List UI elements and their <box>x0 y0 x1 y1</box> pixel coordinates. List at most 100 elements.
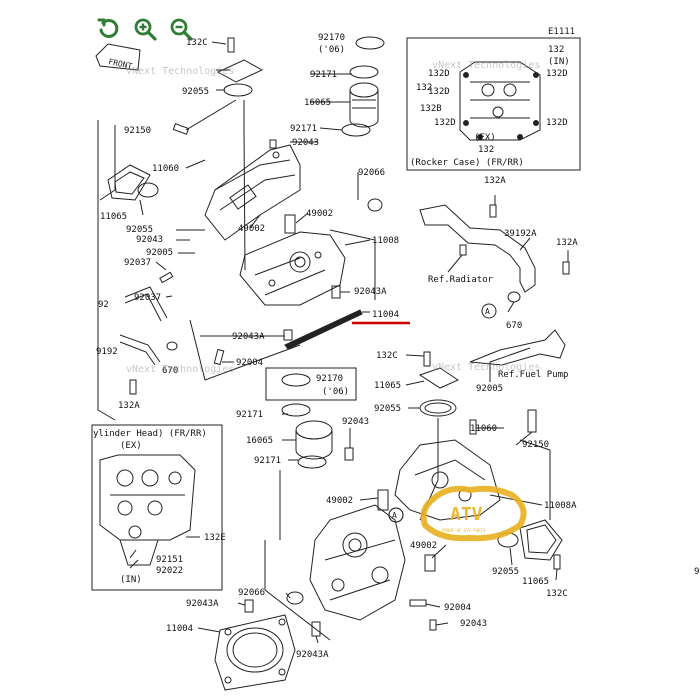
label-11060-bottom: 11060 <box>470 424 497 434</box>
label-92043a-top2: 92043A <box>232 332 265 342</box>
rotate-ccw-icon <box>97 18 119 38</box>
head-inset-ex: (EX) <box>120 441 142 451</box>
label-92043a-bottom: 92043A <box>186 599 219 609</box>
watermark-text: vNext Technologies <box>126 364 234 375</box>
label-132a-top: 132A <box>118 401 140 411</box>
svg-text:A: A <box>485 307 490 316</box>
part-labels: 132C 92055 92170 ('06) 92171 16065 92171… <box>93 33 699 660</box>
label-132c-bottom: 132C <box>546 589 568 599</box>
label-11008-top: 11008 <box>372 236 399 246</box>
label-92170-top: 92170 <box>318 33 345 43</box>
label-92-top: 92 <box>98 300 109 310</box>
rocker-label-132d-4: 132D <box>546 118 568 128</box>
label-92171-top1: 92171 <box>310 70 337 80</box>
rocker-label-132-bottom: 132 <box>478 145 494 155</box>
head-inset-in: (IN) <box>120 575 142 585</box>
rocker-label-132d-5: 132D <box>428 87 450 97</box>
watermarks: vNext Technologies vNext Technologies vN… <box>126 60 540 375</box>
label-11065-top: 11065 <box>100 212 127 222</box>
label-670-r: 670 <box>506 321 522 331</box>
ref-circle-a-right: A <box>481 303 497 319</box>
water-pipe-assembly <box>405 195 570 389</box>
label-92043a-top: 92043A <box>354 287 387 297</box>
atv-logo-stamp: ATV FRONT OF ATV PARTS <box>420 485 527 542</box>
rocker-label-132d-3: 132D <box>434 118 456 128</box>
label-92005-top: 92005 <box>146 248 173 258</box>
head-label-92022: 92022 <box>156 566 183 576</box>
rocker-case-inset <box>406 37 581 171</box>
front-label: FRONT <box>108 57 134 71</box>
label-92066-bottom: 92066 <box>238 588 265 598</box>
label-9-bottom: 9 <box>694 567 699 577</box>
zoom-out-button[interactable] <box>168 16 194 42</box>
label-132a-r2: 132A <box>556 238 578 248</box>
rocker-label-132d-2: 132D <box>546 69 568 79</box>
stamp-text: ATV <box>450 504 483 525</box>
label-06-bottom: ('06) <box>322 387 349 397</box>
label-49002-bottom: 49002 <box>326 496 353 506</box>
label-92004-top: 92004 <box>236 358 263 368</box>
head-inset-title: ylinder Head) (FR/RR) <box>93 429 207 439</box>
reset-rotate-button[interactable] <box>96 16 122 42</box>
rocker-label-ex: (EX) <box>474 133 496 143</box>
label-132c-m: 132C <box>376 351 398 361</box>
watermark-text: vNext Technologies <box>432 362 540 373</box>
cylinder-head-inset <box>91 424 223 591</box>
ref-fuel-pump: Ref.Fuel Pump <box>498 370 568 380</box>
rocker-label-in: (IN) <box>548 57 570 67</box>
label-16065-top: 16065 <box>304 98 331 108</box>
label-92005-m: 92005 <box>476 384 503 394</box>
head-label-132e: 132E <box>204 533 226 543</box>
label-11060-top: 11060 <box>152 164 179 174</box>
rocker-label-132d-1: 132D <box>428 69 450 79</box>
label-92043-top1: 92043 <box>292 138 319 148</box>
viewer-toolbar <box>96 16 194 42</box>
label-49002-top2: 49002 <box>238 224 265 234</box>
label-92037-top1: 92037 <box>124 258 151 268</box>
zoom-in-icon <box>134 18 157 41</box>
label-92037-top2: 92037 <box>134 293 161 303</box>
label-49002-bottom2: 49002 <box>410 541 437 551</box>
label-92043a-bottom2: 92043A <box>296 650 329 660</box>
rocker-label-132-top: 132 <box>548 45 564 55</box>
label-11065-bottom: 11065 <box>522 577 549 587</box>
label-9192-top: 9192 <box>96 347 118 357</box>
label-92055-bottom: 92055 <box>374 404 401 414</box>
bottom-head-assembly <box>197 367 563 691</box>
head-label-92151: 92151 <box>156 555 183 565</box>
front-arrow-badge: FRONT <box>95 43 141 71</box>
label-49002-top1: 49002 <box>306 209 333 219</box>
label-92055-bottom2: 92055 <box>492 567 519 577</box>
label-11004-top: 11004 <box>372 310 399 320</box>
label-92043-bottom2: 92043 <box>460 619 487 629</box>
ref-circle-a-bottom: A <box>388 507 404 523</box>
watermark-text: vNext Technologies <box>126 66 234 77</box>
label-92150-bottom: 92150 <box>522 440 549 450</box>
diagram-code: E1111 <box>548 27 575 37</box>
watermark-text: vNext Technologies <box>432 60 540 71</box>
label-92066-top: 92066 <box>358 168 385 178</box>
zoom-out-icon <box>170 18 193 41</box>
svg-text:A: A <box>392 511 397 520</box>
label-92004-bottom: 92004 <box>444 603 471 613</box>
label-92170-bottom: 92170 <box>316 374 343 384</box>
ref-radiator: Ref.Radiator <box>428 275 494 285</box>
label-92043-top2: 92043 <box>136 235 163 245</box>
top-head-assembly <box>97 36 385 421</box>
label-16065-bottom: 16065 <box>246 436 273 446</box>
stamp-subtext: FRONT OF ATV PARTS <box>442 528 486 533</box>
zoom-in-button[interactable] <box>132 16 158 42</box>
label-11008a-bottom: 11008A <box>544 501 577 511</box>
label-92055-top: 92055 <box>182 87 209 97</box>
label-39192a: 39192A <box>504 229 537 239</box>
label-92055-top2: 92055 <box>126 225 153 235</box>
label-92043-bottom1: 92043 <box>342 417 369 427</box>
label-92171-top2: 92171 <box>290 124 317 134</box>
label-132a-r1: 132A <box>484 176 506 186</box>
label-11004-bottom: 11004 <box>166 624 193 634</box>
label-11065-m: 11065 <box>374 381 401 391</box>
label-670-top: 670 <box>162 366 178 376</box>
label-06-top: ('06) <box>318 45 345 55</box>
